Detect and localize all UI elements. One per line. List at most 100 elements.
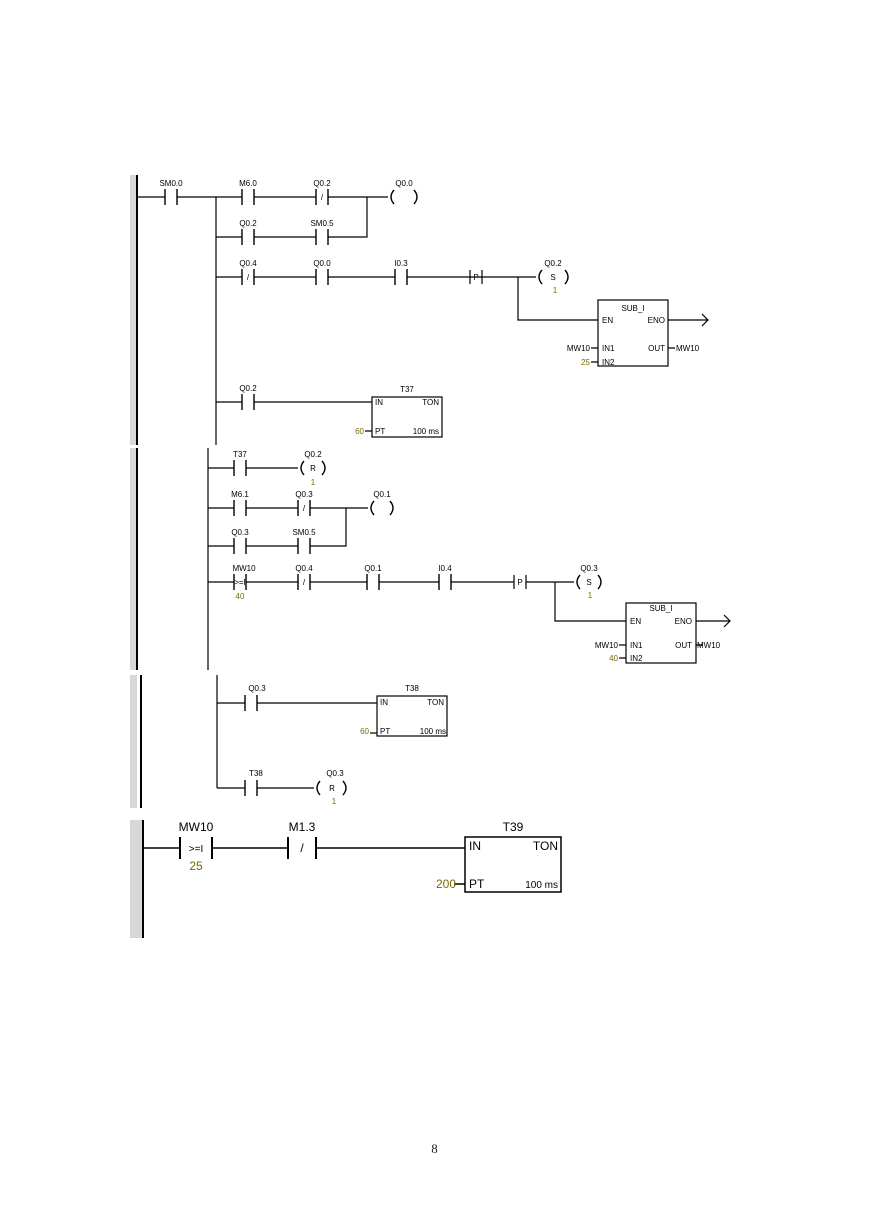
box-pin: TON (427, 698, 444, 707)
box-input: 200 (436, 877, 456, 891)
box-title: T38 (405, 684, 419, 693)
box-input: 60 (355, 427, 364, 436)
contact-symbol: >=I (189, 844, 203, 855)
contact-symbol: / (321, 193, 324, 202)
wires (143, 847, 465, 885)
contact-symbol: / (247, 273, 250, 282)
box-output: MW10 (676, 344, 700, 353)
box-output: MW10 (697, 641, 721, 650)
contact-label: Q0.4 (239, 259, 257, 268)
contact-bars (244, 695, 258, 796)
coil-symbol: S (586, 578, 591, 587)
contact-label: Q0.2 (239, 384, 257, 393)
coil-label: Q0.3 (580, 564, 598, 573)
box-input: MW10 (567, 344, 591, 353)
contact-param: 40 (236, 592, 245, 601)
box-title: SUB_I (621, 304, 644, 313)
contact-bars (233, 460, 452, 590)
coil-arcs (316, 780, 347, 796)
box-pin: IN2 (602, 358, 615, 367)
box-pin: TON (422, 398, 439, 407)
box-pin: 100 ms (420, 727, 446, 736)
contact-label: Q0.4 (295, 564, 313, 573)
coil-symbol: S (550, 273, 555, 282)
coil-count: 1 (553, 286, 558, 295)
coil-label: Q0.2 (304, 450, 322, 459)
box-input: MW10 (595, 641, 619, 650)
wires (137, 196, 709, 445)
box-pin: ENO (648, 316, 665, 325)
network-1: SM0.0 M6.0 Q0.2 / Q0.0 Q0.2 SM0.5 Q0.4 /… (130, 175, 709, 445)
box-pin: IN (469, 839, 481, 853)
coil-arcs (390, 189, 569, 285)
labels: T37 Q0.2 R 1 M6.1 Q0.3 / Q0.1 Q0.3 SM0.5… (231, 450, 721, 663)
coil-label: Q0.0 (395, 179, 413, 188)
labels: Q0.3 T38 IN TON PT 100 ms 60 T38 Q0.3 R … (248, 684, 446, 806)
contact-label: SM0.0 (159, 179, 183, 188)
rail-shade (130, 448, 137, 670)
coil-arcs (300, 460, 602, 590)
contact-label: M1.3 (289, 820, 316, 834)
contact-label: Q0.0 (313, 259, 331, 268)
contact-symbol: P (473, 273, 478, 282)
contact-label: SM0.5 (292, 528, 316, 537)
contact-label: M6.1 (231, 490, 249, 499)
contact-label: MW10 (179, 820, 214, 834)
contact-symbol: P (517, 578, 522, 587)
box-pin: 100 ms (413, 427, 439, 436)
contact-bars (179, 837, 317, 859)
contact-label: Q0.2 (313, 179, 331, 188)
box-pin: IN1 (630, 641, 643, 650)
contact-symbol: / (303, 578, 306, 587)
contact-symbol: / (303, 504, 306, 513)
box-pin: IN1 (602, 344, 615, 353)
contact-label: M6.0 (239, 179, 257, 188)
network-3: Q0.3 T38 IN TON PT 100 ms 60 T38 Q0.3 R … (130, 675, 448, 808)
coil-count: 1 (311, 478, 316, 487)
contact-symbol: >=I (234, 578, 246, 587)
labels: MW10 >=I 25 M1.3 / T39 IN TON PT 100 ms … (179, 820, 558, 891)
box-input: 25 (581, 358, 590, 367)
contact-label: Q0.2 (239, 219, 257, 228)
wires (216, 675, 377, 789)
network-2: T37 Q0.2 R 1 M6.1 Q0.3 / Q0.1 Q0.3 SM0.5… (130, 448, 731, 670)
coil-count: 1 (332, 797, 337, 806)
box-pin: IN (375, 398, 383, 407)
box-pin: IN2 (630, 654, 643, 663)
boxes (365, 299, 675, 438)
page-number: 8 (431, 1141, 438, 1156)
box-t38 (376, 695, 448, 737)
box-pin: 100 ms (525, 880, 558, 891)
wires (207, 448, 731, 670)
rail-shade (130, 675, 137, 808)
coil-label: Q0.3 (326, 769, 344, 778)
box-t39 (464, 836, 562, 893)
contact-label: T38 (249, 769, 263, 778)
contact-label: I0.4 (438, 564, 452, 573)
contact-label: T37 (233, 450, 247, 459)
box-input: 40 (609, 654, 618, 663)
box-input: 60 (360, 727, 369, 736)
contact-label: SM0.5 (310, 219, 334, 228)
box-pin: EN (602, 316, 613, 325)
coil-label: Q0.2 (544, 259, 562, 268)
coil-symbol: R (329, 784, 335, 793)
rail-shade (130, 175, 137, 445)
box-pin: PT (469, 877, 485, 891)
contact-label: I0.3 (394, 259, 408, 268)
contact-label: Q0.3 (295, 490, 313, 499)
box-title: T37 (400, 385, 414, 394)
box-title: T39 (503, 820, 524, 834)
box-pin: PT (380, 727, 390, 736)
contact-symbol: / (300, 841, 304, 855)
box-pin: IN (380, 698, 388, 707)
box-sub-i (625, 602, 697, 664)
box-pin: OUT (648, 344, 665, 353)
coil-count: 1 (588, 591, 593, 600)
contact-bars (164, 189, 408, 410)
box-title: SUB_I (649, 604, 672, 613)
contact-label: Q0.3 (231, 528, 249, 537)
box-pin: OUT (675, 641, 692, 650)
contact-label: Q0.3 (248, 684, 266, 693)
